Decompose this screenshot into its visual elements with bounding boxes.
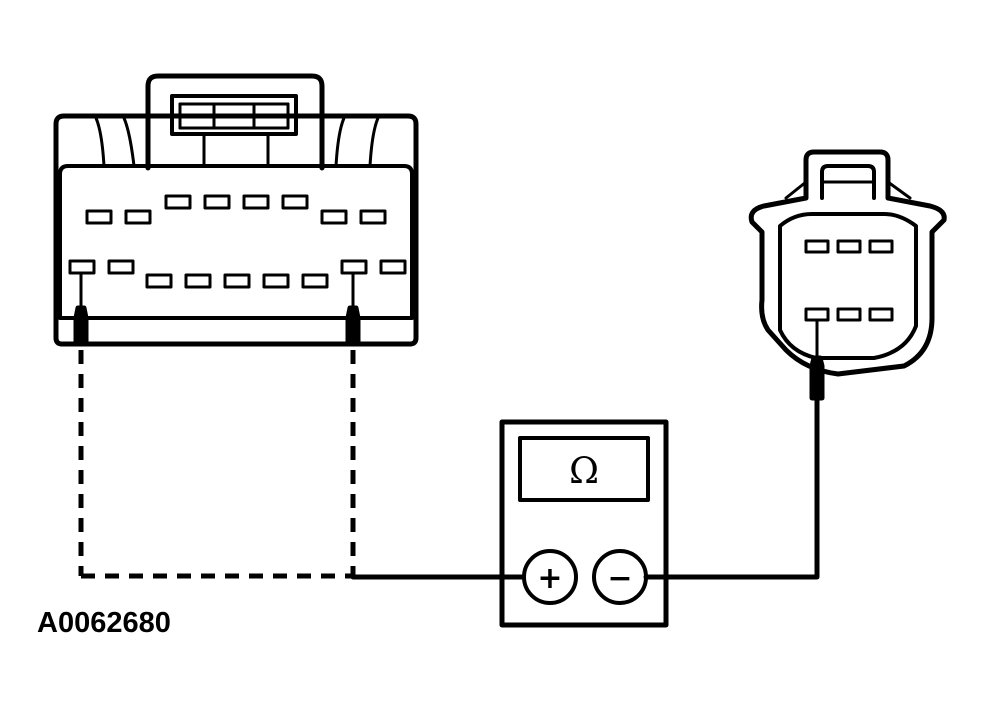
negative-terminal-label: − (607, 561, 632, 596)
meter-display-symbol: Ω (569, 451, 599, 492)
lead-negative (643, 395, 820, 580)
small-connector (748, 149, 947, 377)
figure-id-label: A0062680 (37, 607, 171, 639)
large-connector-pins-top (85, 194, 387, 225)
probe-small-connector (809, 318, 825, 401)
large-connector-body (53, 113, 419, 347)
large-connector-latch (145, 73, 325, 171)
positive-terminal-label: + (537, 561, 562, 596)
dashed-jumper-wires (78, 350, 356, 579)
large-connector (53, 73, 419, 347)
meter-body (499, 419, 669, 628)
small-connector-shell (748, 149, 947, 377)
probe-right (345, 271, 361, 347)
large-connector-pins-bottom (68, 259, 407, 289)
meter-display (518, 436, 650, 502)
small-connector-pins (804, 239, 894, 322)
ohmmeter (499, 419, 669, 628)
meter-positive-terminal[interactable] (522, 549, 578, 605)
large-connector-face (58, 164, 414, 320)
probe-left (73, 271, 89, 347)
